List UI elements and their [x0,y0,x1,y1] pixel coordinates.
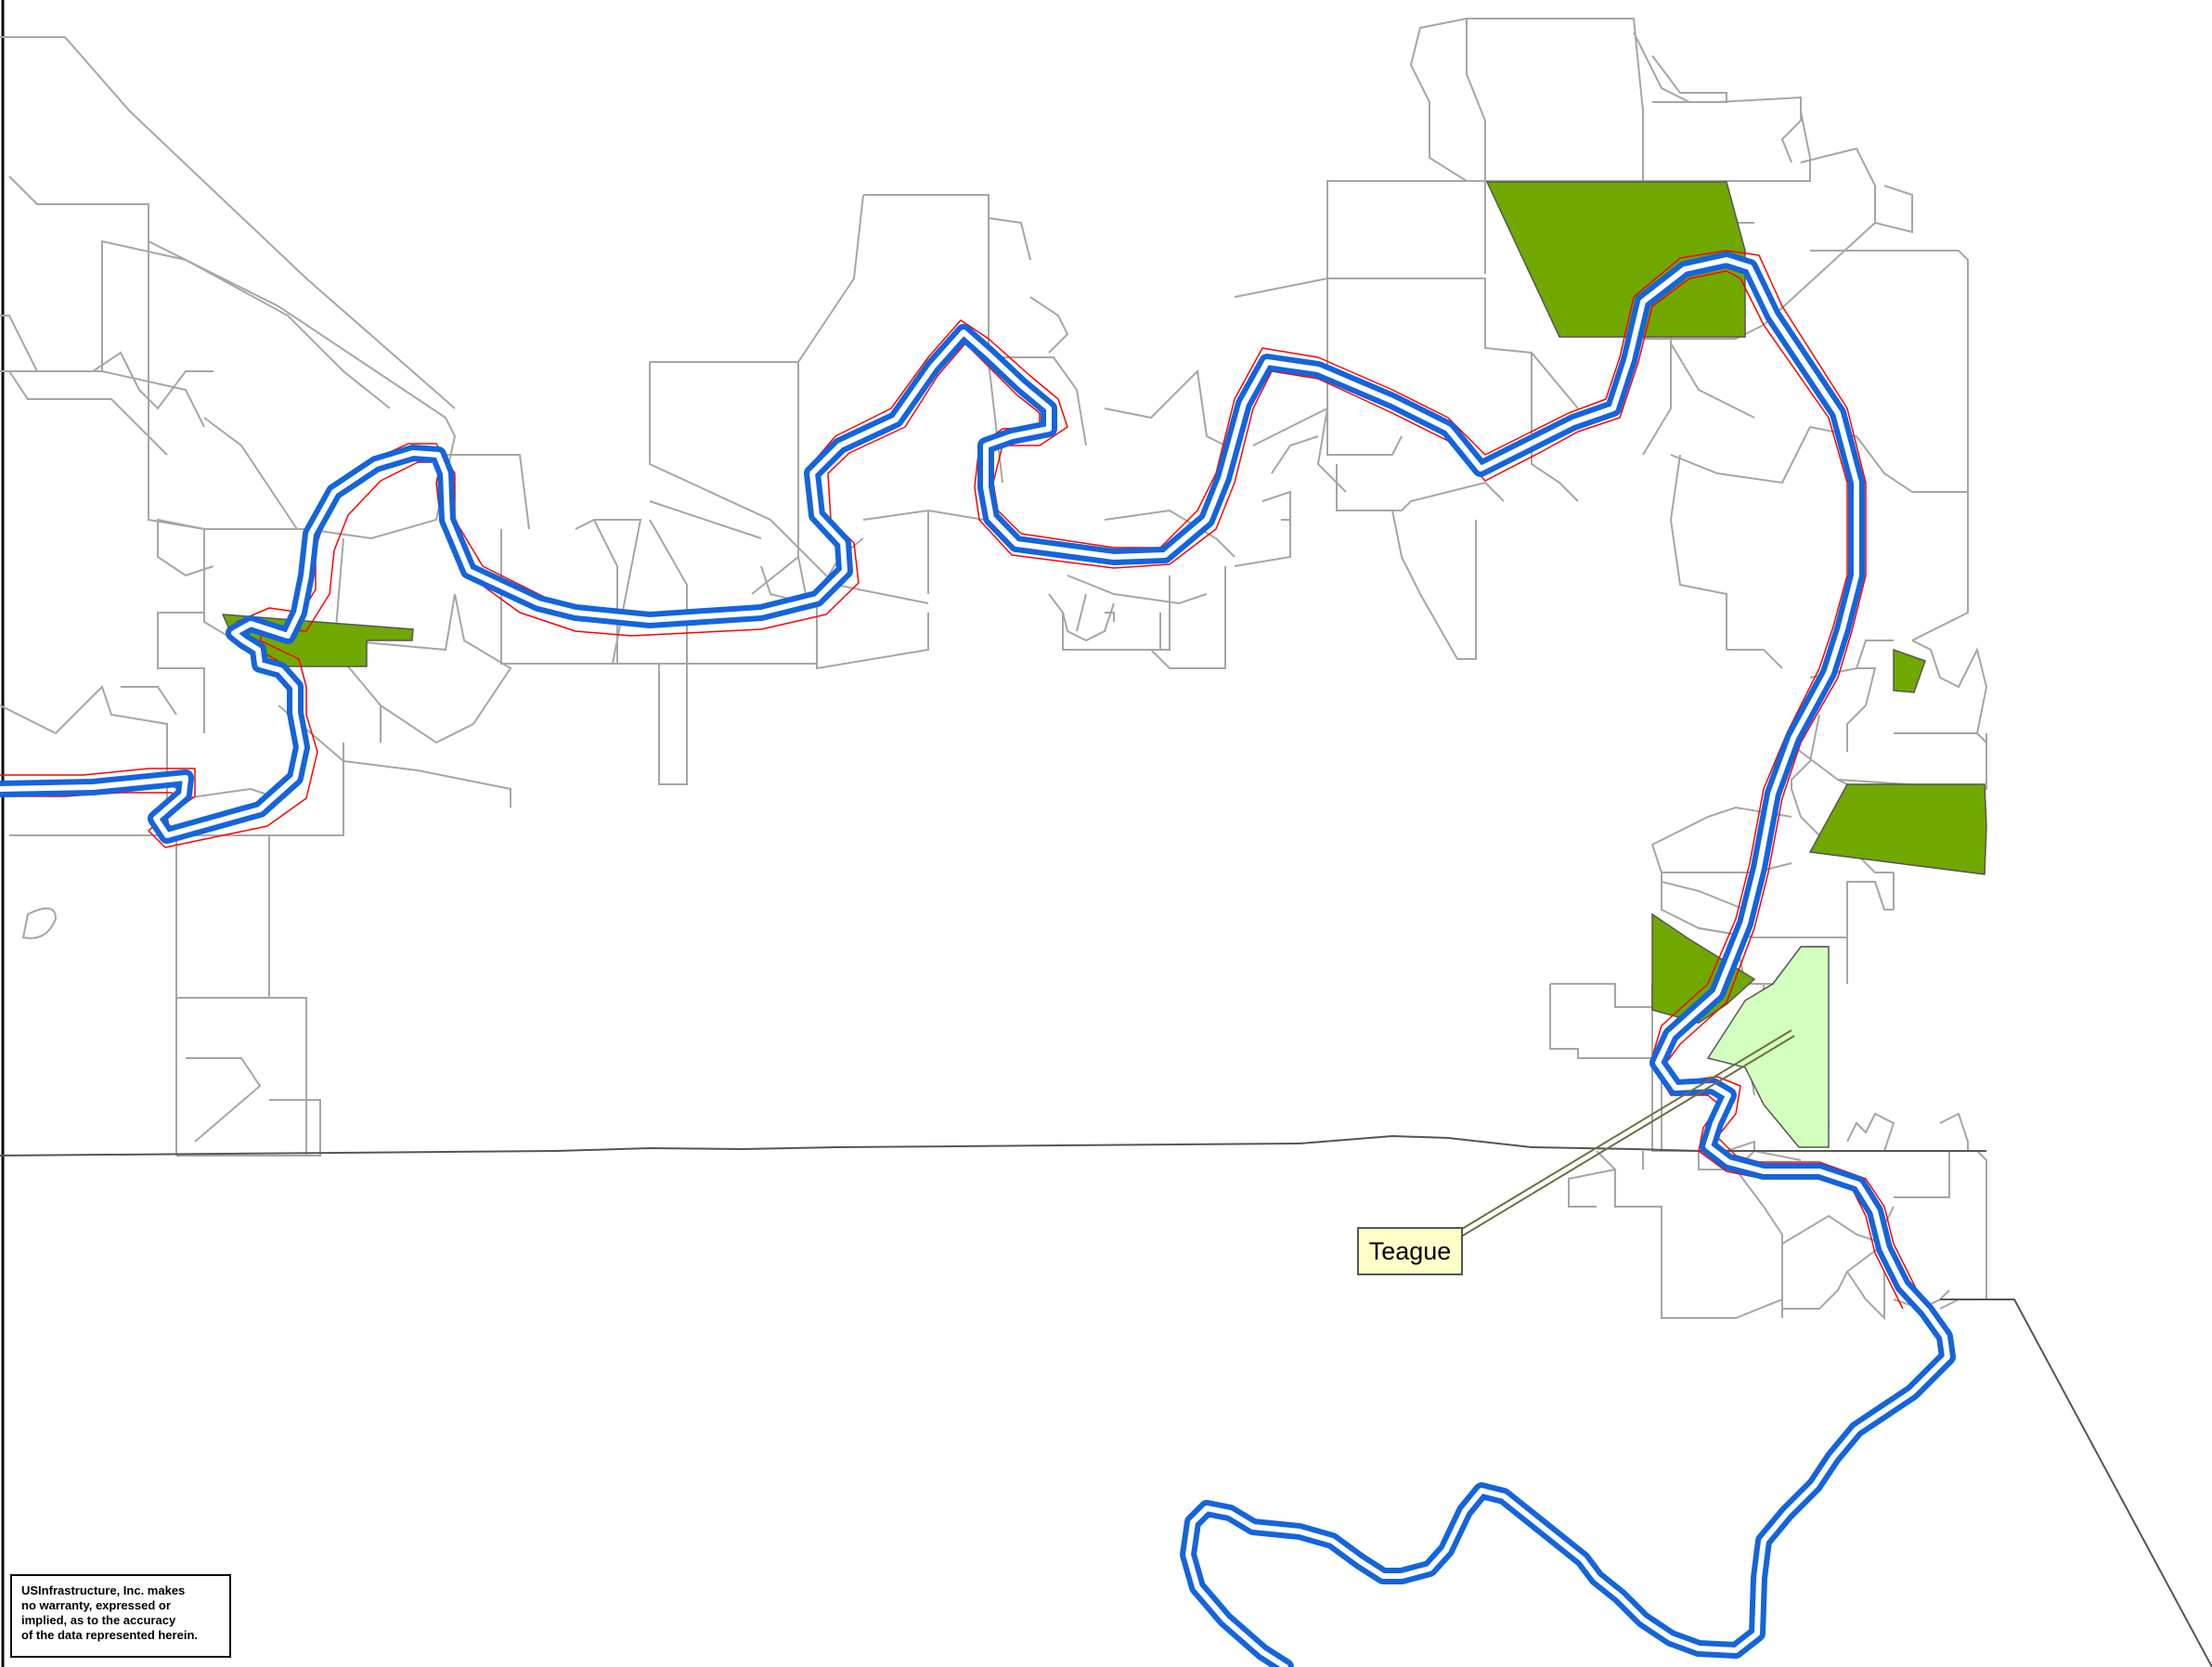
disclaimer-line-3: implied, as to the accuracy [21,1613,176,1627]
parcel-highlight-2 [1485,181,1746,338]
parcel-selected-teague[interactable] [1706,946,1830,1148]
disclaimer-box: USInfrastructure, Inc. makes no warranty… [10,1574,231,1658]
parcel-highlight-4 [1808,783,1987,875]
callout-leader [1452,1029,1795,1241]
disclaimer-line-2: no warranty, expressed or [21,1598,171,1612]
callout-text: Teague [1368,1236,1452,1265]
disclaimer-line-1: USInfrastructure, Inc. makes [21,1583,186,1597]
disclaimer-line-4: of the data represented herein. [21,1628,198,1642]
parcel-highlight-3 [1893,648,1926,693]
teague-callout-label[interactable]: Teague [1357,1227,1463,1275]
highlighted-parcels [221,181,1987,1148]
